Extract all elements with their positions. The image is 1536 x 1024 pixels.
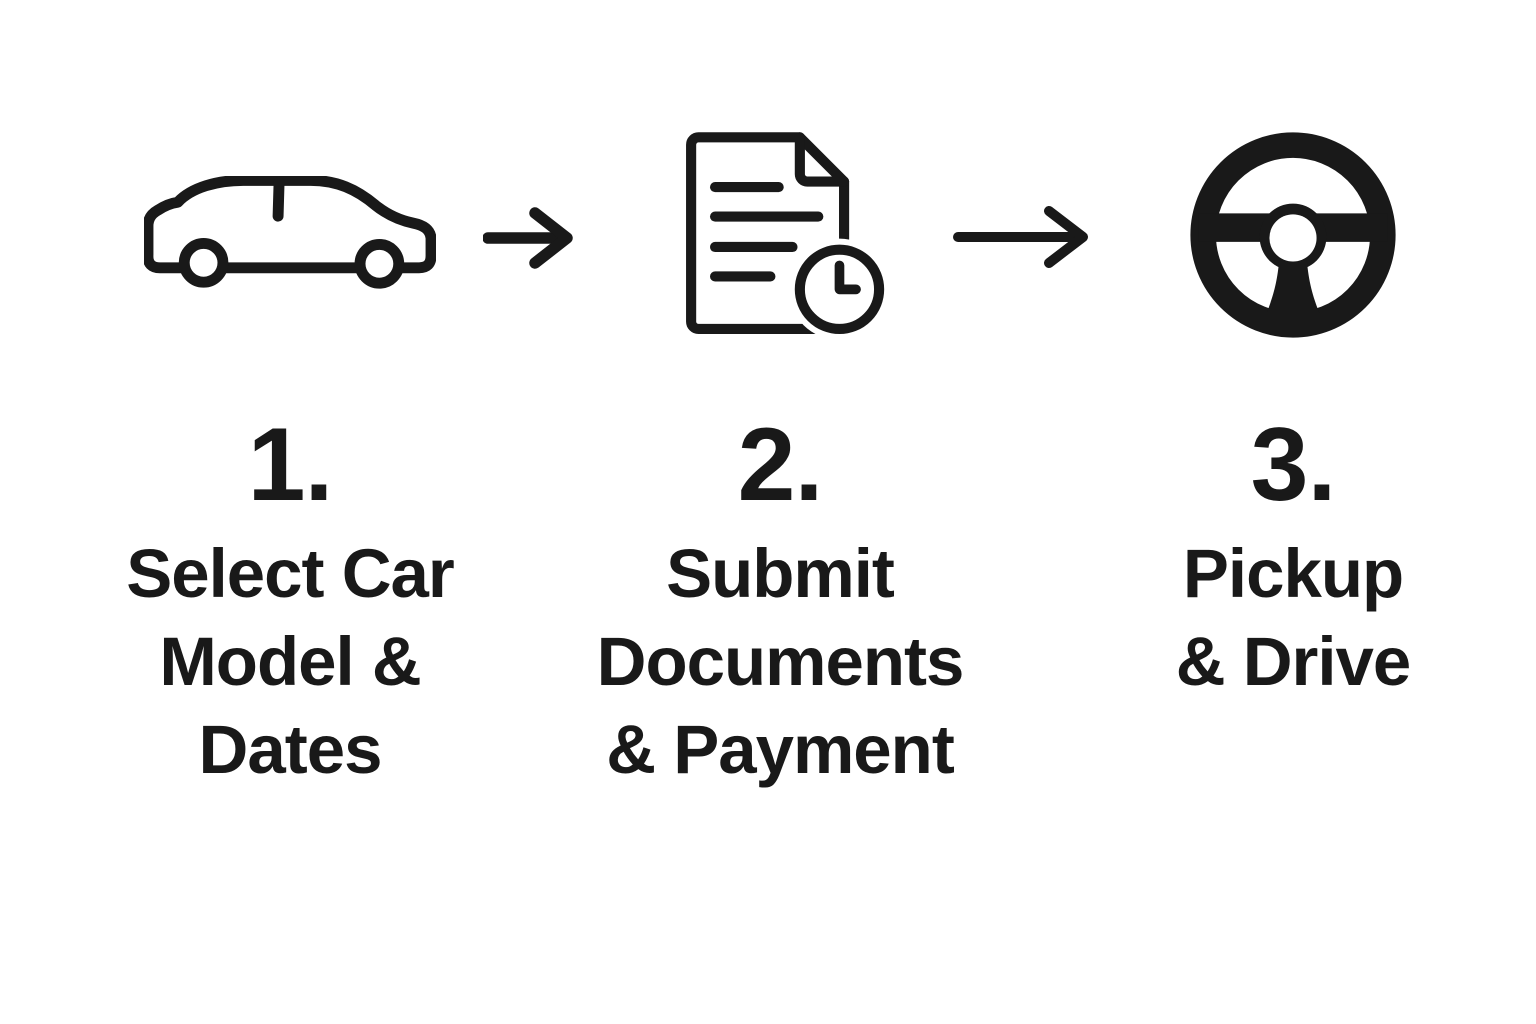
step-icon-box xyxy=(70,60,510,410)
document-clock-icon xyxy=(685,132,890,341)
step-label: Select Car Model & Dates xyxy=(126,535,455,788)
arrow-between-step-2-3 xyxy=(953,205,1093,269)
steering-wheel-icon xyxy=(1190,132,1396,338)
arrow-between-step-1-2 xyxy=(483,207,575,269)
arrow-right-icon xyxy=(953,206,1088,268)
step-number: 3. xyxy=(1250,407,1337,523)
arrow-right-icon xyxy=(483,207,573,269)
step-number: 1. xyxy=(247,407,334,523)
step-icon-box xyxy=(560,60,1000,410)
step-label: Submit Documents & Payment xyxy=(596,535,965,788)
step-icon-box xyxy=(1073,60,1513,410)
step-pickup-drive: 3. Pickup & Drive xyxy=(1073,60,1513,706)
step-select-car: 1. Select Car Model & Dates xyxy=(70,60,510,794)
car-side-icon xyxy=(144,176,436,289)
step-submit-documents: 2. Submit Documents & Payment xyxy=(560,60,1000,794)
step-label: Pickup & Drive xyxy=(1175,535,1412,700)
step-number: 2. xyxy=(737,407,824,523)
